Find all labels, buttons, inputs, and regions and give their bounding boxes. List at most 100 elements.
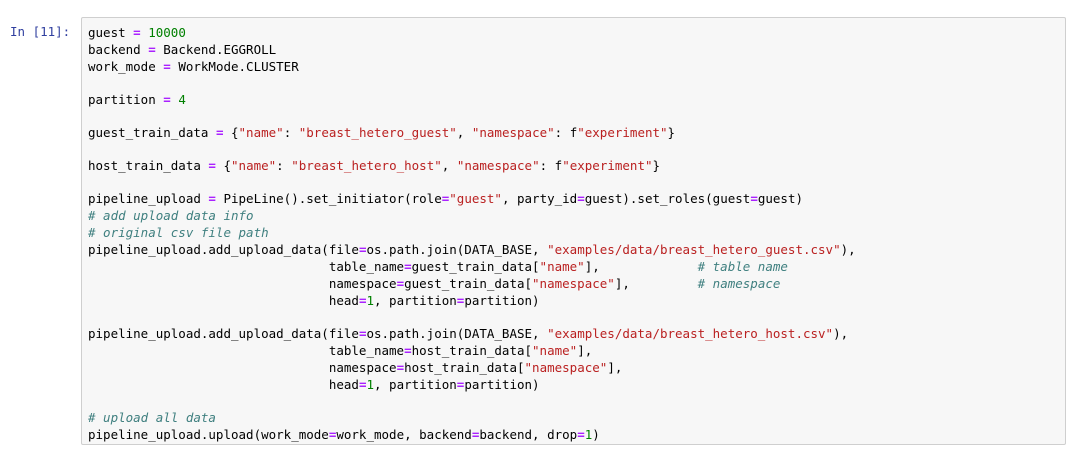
- code-token: work_mode: [88, 59, 164, 74]
- operator-token: =: [215, 125, 224, 140]
- code-token: pipeline_upload.add_upload_data(file: [88, 326, 359, 341]
- operator-token: =: [456, 377, 465, 392]
- string-token: "namespace": [524, 360, 608, 375]
- code-line[interactable]: partition = 4: [88, 91, 1065, 108]
- code-line[interactable]: table_name=host_train_data["name"],: [88, 342, 1065, 359]
- code-token: guest).set_roles(guest: [584, 191, 751, 206]
- operator-token: =: [404, 343, 412, 358]
- code-line[interactable]: [88, 174, 1065, 190]
- code-token: host_train_data: [88, 158, 209, 173]
- code-line[interactable]: [88, 108, 1065, 124]
- comment-token: # namespace: [697, 276, 781, 291]
- string-token: "examples/data/breast_hetero_guest.csv": [547, 242, 841, 257]
- string-token: "experiment": [577, 125, 668, 140]
- code-token: ,: [441, 158, 457, 173]
- code-token: backend: [88, 42, 149, 57]
- code-token: : f: [554, 125, 578, 140]
- code-token: ],: [577, 343, 593, 358]
- code-token: guest: [88, 25, 134, 40]
- code-line[interactable]: [88, 75, 1065, 91]
- code-line[interactable]: head=1, partition=partition): [88, 292, 1065, 309]
- code-line[interactable]: [88, 309, 1065, 325]
- code-line[interactable]: backend = Backend.EGGROLL: [88, 41, 1065, 58]
- string-token: "breast_hetero_host": [291, 158, 442, 173]
- operator-token: =: [396, 276, 405, 291]
- code-line[interactable]: pipeline_upload.add_upload_data(file=os.…: [88, 241, 1065, 258]
- code-token: os.path.join(DATA_BASE,: [366, 242, 548, 257]
- operator-token: =: [163, 59, 171, 74]
- code-token: , partition: [374, 377, 457, 392]
- code-token: guest_train_data[: [404, 276, 533, 291]
- code-token: {: [223, 125, 239, 140]
- code-token: head: [88, 293, 359, 308]
- code-token: {: [215, 158, 232, 173]
- code-token: ],: [607, 360, 623, 375]
- code-token: pipeline_upload.add_upload_data(file: [88, 242, 359, 257]
- code-token: host_train_data[: [411, 343, 533, 358]
- code-token: WorkMode.CLUSTER: [170, 59, 299, 74]
- number-token: 1: [366, 377, 374, 392]
- operator-token: =: [358, 377, 367, 392]
- code-token: namespace: [88, 276, 397, 291]
- code-token: ): [592, 427, 600, 442]
- code-token: backend, drop: [479, 427, 578, 442]
- code-token: namespace: [88, 360, 397, 375]
- code-token: ,: [456, 125, 472, 140]
- code-token: guest_train_data[: [411, 259, 540, 274]
- code-token: pipeline_upload: [88, 191, 209, 206]
- operator-token: =: [750, 191, 758, 206]
- comment-token: # add upload data info: [88, 208, 254, 223]
- operator-token: =: [358, 293, 367, 308]
- code-line[interactable]: # add upload data info: [88, 207, 1065, 224]
- code-token: work_mode, backend: [336, 427, 472, 442]
- code-line[interactable]: table_name=guest_train_data["name"], # t…: [88, 258, 1065, 275]
- code-token: : f: [539, 158, 563, 173]
- code-line[interactable]: host_train_data = {"name": "breast_heter…: [88, 157, 1065, 174]
- operator-token: =: [577, 191, 585, 206]
- code-token: :: [276, 158, 292, 173]
- code-line[interactable]: # original csv file path: [88, 224, 1065, 241]
- input-prompt: In [11]:: [10, 24, 71, 39]
- code-token: table_name: [88, 259, 405, 274]
- string-token: "name": [238, 125, 284, 140]
- code-line[interactable]: head=1, partition=partition): [88, 376, 1065, 393]
- code-line[interactable]: pipeline_upload.upload(work_mode=work_mo…: [88, 426, 1065, 443]
- code-token: guest): [757, 191, 804, 206]
- code-token: pipeline_upload.upload(work_mode: [88, 427, 329, 442]
- operator-token: =: [328, 427, 337, 442]
- string-token: "guest": [449, 191, 502, 206]
- code-token: }: [652, 158, 661, 173]
- code-line[interactable]: namespace=guest_train_data["namespace"],…: [88, 275, 1065, 292]
- code-line[interactable]: guest = 10000: [88, 24, 1065, 41]
- code-line[interactable]: namespace=host_train_data["namespace"],: [88, 359, 1065, 376]
- operator-token: =: [148, 42, 156, 57]
- code-line[interactable]: work_mode = WorkMode.CLUSTER: [88, 58, 1065, 75]
- operator-token: =: [358, 326, 367, 341]
- comment-token: # table name: [697, 259, 788, 274]
- code-token: , party_id: [501, 191, 578, 206]
- operator-token: =: [441, 191, 450, 206]
- code-line[interactable]: [88, 393, 1065, 409]
- string-token: "examples/data/breast_hetero_host.csv": [547, 326, 834, 341]
- operator-token: =: [133, 25, 141, 40]
- string-token: "breast_hetero_guest": [298, 125, 457, 140]
- code-line[interactable]: pipeline_upload.add_upload_data(file=os.…: [88, 325, 1065, 342]
- code-token: , partition: [374, 293, 457, 308]
- operator-token: =: [163, 92, 171, 107]
- code-line[interactable]: [88, 141, 1065, 157]
- number-token: 4: [178, 92, 186, 107]
- comment-token: # upload all data: [88, 410, 216, 425]
- operator-token: =: [208, 191, 216, 206]
- string-token: "namespace": [456, 158, 540, 173]
- operator-token: =: [471, 427, 480, 442]
- code-token: table_name: [88, 343, 405, 358]
- code-line[interactable]: pipeline_upload = PipeLine().set_initiat…: [88, 190, 1065, 207]
- code-token: guest_train_data: [88, 125, 216, 140]
- code-line[interactable]: guest_train_data = {"name": "breast_hete…: [88, 124, 1065, 141]
- number-token: 1: [584, 427, 593, 442]
- code-line[interactable]: # upload all data: [88, 409, 1065, 426]
- number-token: 1: [366, 293, 374, 308]
